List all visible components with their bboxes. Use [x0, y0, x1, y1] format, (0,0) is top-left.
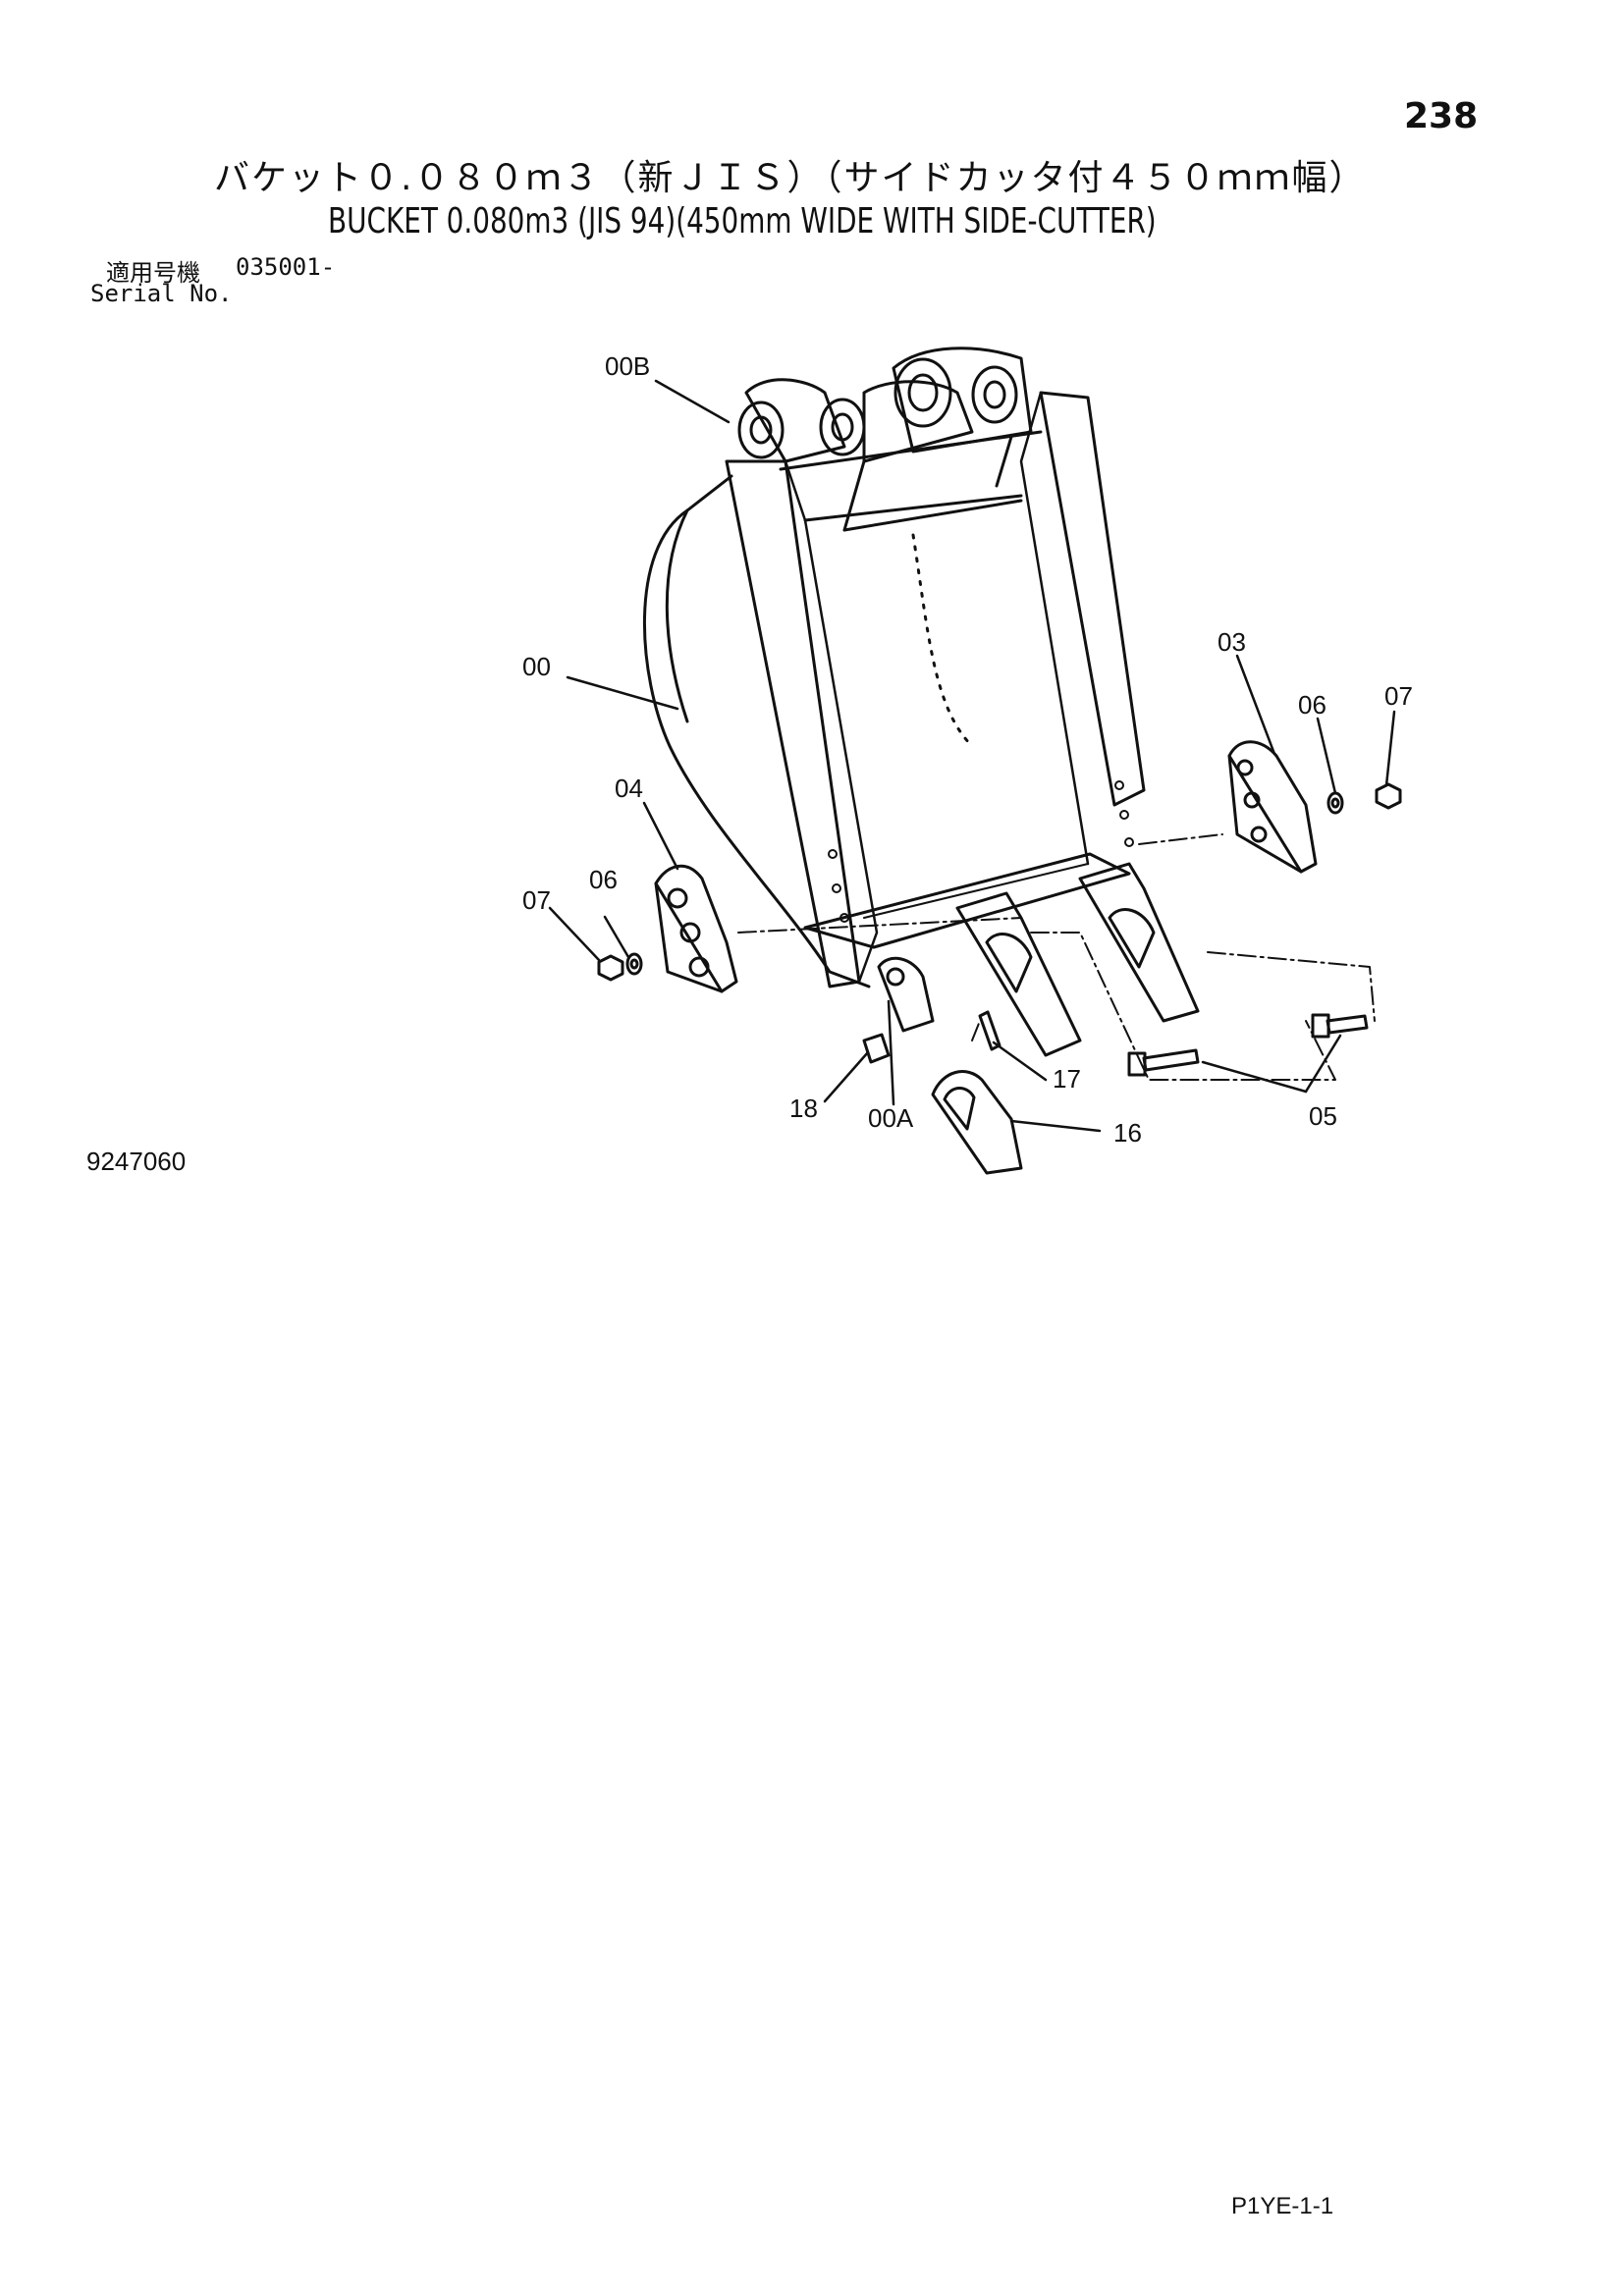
part-label-03: 03: [1218, 627, 1246, 657]
tooth-adapter-right: [1078, 862, 1200, 1023]
serial-label-english: Serial No.: [90, 280, 233, 307]
bucket-tooth: [931, 1070, 1023, 1175]
washer-left: [625, 952, 643, 976]
serial-label-japanese: 適用号機: [106, 259, 200, 287]
tooth-adapter-left: [877, 956, 935, 1033]
part-label-00: 00: [522, 652, 551, 681]
side-cutter-right: [1227, 740, 1318, 874]
nut-left: [597, 954, 624, 982]
leader-lines: [548, 379, 1396, 1133]
bucket-shell-back: [642, 474, 871, 988]
part-label-04: 04: [615, 774, 643, 803]
nut-right: [1375, 782, 1402, 810]
page-code: P1YE-1-1: [1231, 2193, 1334, 2219]
top-bosses: [737, 347, 1033, 532]
part-label-18: 18: [789, 1094, 818, 1123]
tooth-adapter-center: [955, 891, 1082, 1057]
part-label-07-left: 07: [522, 885, 551, 915]
part-label-06-left: 06: [589, 865, 618, 894]
bolt-lower: [1127, 1048, 1200, 1077]
part-label-00a: 00A: [868, 1103, 914, 1133]
part-label-06-right: 06: [1298, 690, 1326, 720]
part-label-17: 17: [1053, 1064, 1081, 1094]
bolt-upper: [1311, 1013, 1369, 1039]
right-side-plate: [1039, 391, 1146, 807]
part-label-00b: 00B: [605, 351, 650, 381]
bucket-shell-inner: [665, 508, 689, 723]
figure-number: 9247060: [86, 1147, 187, 1176]
cutting-edge: [803, 852, 1131, 949]
part-label-05: 05: [1309, 1101, 1337, 1131]
title-english: BUCKET 0.080m3 (JIS 94)(450mm WIDE WITH …: [328, 201, 1157, 241]
serial-number-value: 035001-: [236, 253, 336, 281]
part-label-16: 16: [1113, 1118, 1142, 1148]
side-plate-holes: [828, 780, 1134, 923]
part-label-07-right: 07: [1384, 681, 1413, 711]
left-side-plate: [725, 459, 861, 988]
side-cutter-left: [654, 864, 738, 993]
page-number: 238: [1404, 96, 1479, 136]
title-japanese: バケット０.０８０ｍ３（新ＪＩＳ）（サイドカッタ付４５０ｍｍ幅）: [214, 158, 1367, 198]
washer-right: [1326, 791, 1344, 815]
tooth-lock: [862, 1033, 891, 1064]
